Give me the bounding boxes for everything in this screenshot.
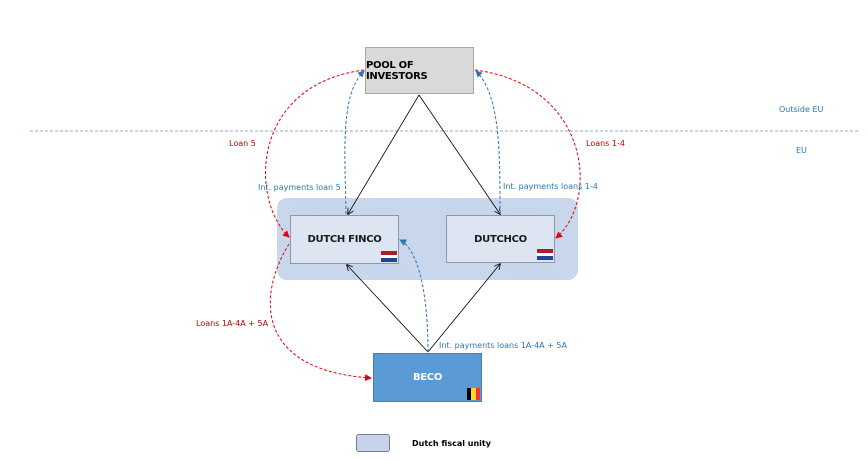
loans1-4-arrow: [474, 69, 581, 239]
loans-1a-5a-arrow: [269, 243, 372, 382]
node-pool-of-investors: POOL OF INVESTORS: [365, 47, 474, 94]
int-loan5-arrow: [344, 70, 365, 215]
int-loans1-4-arrow: [475, 70, 501, 215]
legend-label-fiscal-unity: Dutch fiscal unity: [412, 439, 491, 448]
region-label-outside-eu: Outside EU: [779, 105, 824, 114]
region-label-eu: EU: [796, 146, 807, 155]
netherlands-flag-icon: [381, 251, 397, 262]
belgium-flag-icon: [467, 388, 480, 400]
ownership-arrow-pool-finco: [348, 94, 420, 214]
flow-label-int-loans1-4: Int. payments loans 1-4: [503, 182, 598, 191]
flow-label-int-loans-1a-5a: Int. payments loans 1A-4A + 5A: [439, 341, 567, 350]
flow-label-loans1-4: Loans 1-4: [586, 139, 625, 148]
ownership-arrow-beco-dutchco: [427, 264, 500, 353]
node-finco-label: DUTCH FINCO: [307, 234, 382, 245]
node-dutch-finco: DUTCH FINCO: [290, 215, 399, 264]
ownership-arrow-beco-finco: [347, 265, 429, 353]
flow-label-int-loan5: Int. payments loan 5: [258, 183, 341, 192]
legend-swatch-fiscal-unity: [356, 434, 390, 452]
node-dutchco: DUTCHCO: [446, 215, 555, 263]
int-loans-1a-5a-arrow: [399, 239, 429, 353]
netherlands-flag-icon: [537, 249, 553, 260]
ownership-arrow-pool-dutchco: [418, 94, 500, 214]
flow-label-loan5: Loan 5: [229, 139, 256, 148]
flow-label-loans-1a-5a: Loans 1A-4A + 5A: [196, 319, 269, 328]
node-dutchco-label: DUTCHCO: [474, 233, 527, 245]
node-beco: BECO: [373, 353, 482, 402]
node-beco-label: BECO: [412, 372, 443, 383]
node-pool-label: POOL OF INVESTORS: [366, 59, 428, 82]
